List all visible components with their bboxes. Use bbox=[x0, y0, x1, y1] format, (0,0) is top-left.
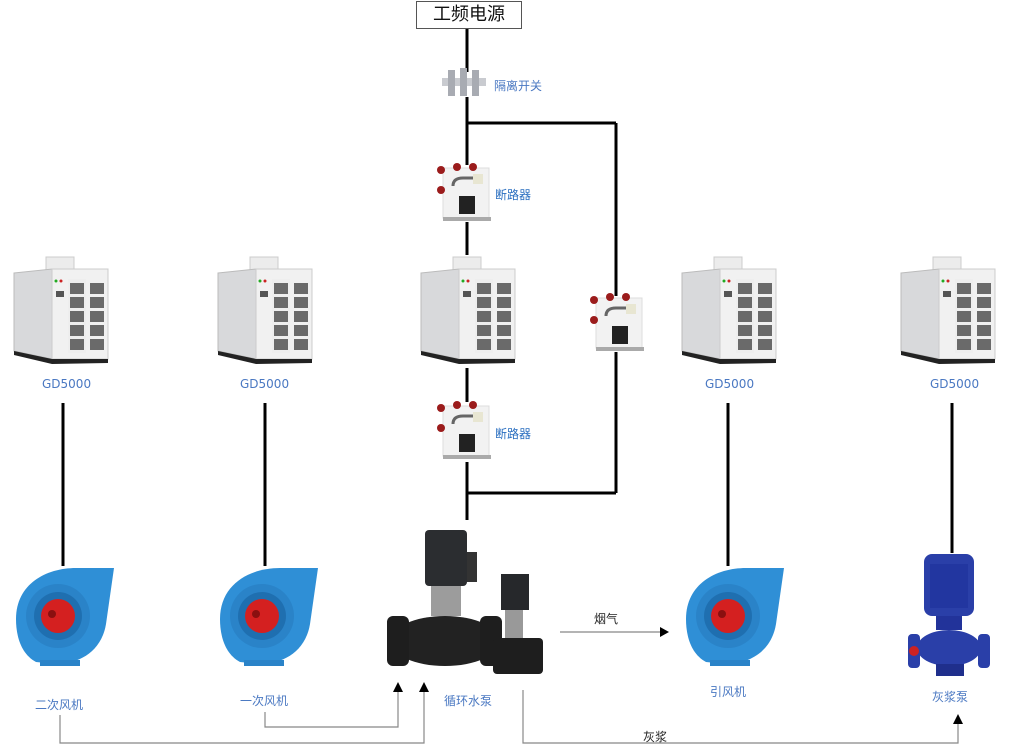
isolator-switch-icon bbox=[442, 68, 486, 96]
inverter-cabinet-icon bbox=[420, 256, 516, 364]
breaker-label-2: 断路器 bbox=[495, 427, 532, 441]
inverter-label-1: GD5000 bbox=[42, 377, 92, 391]
arrow-up-3 bbox=[953, 714, 963, 724]
flue-gas-label: 烟气 bbox=[594, 612, 619, 626]
slurry-pump-icon bbox=[908, 554, 990, 676]
inverter-cabinet-icon bbox=[217, 256, 313, 364]
inverter-cabinet-icon bbox=[13, 256, 109, 364]
load-label-5: 灰浆泵 bbox=[932, 690, 969, 704]
inverter-label-5: GD5000 bbox=[930, 377, 980, 391]
breaker-label-1: 断路器 bbox=[495, 188, 532, 202]
arrow-right bbox=[660, 627, 669, 637]
isolator-label: 隔离开关 bbox=[494, 79, 543, 93]
load-label-2: 一次风机 bbox=[240, 694, 289, 708]
flow-slurry bbox=[522, 690, 959, 744]
load-label-3: 循环水泵 bbox=[444, 694, 493, 708]
load-label-1: 二次风机 bbox=[35, 698, 84, 712]
inverter-label-2: GD5000 bbox=[240, 377, 290, 391]
inverter-cabinet-icon bbox=[681, 256, 777, 364]
arrow-up-2 bbox=[393, 682, 403, 692]
load-label-4: 引风机 bbox=[710, 685, 747, 699]
circuit-breaker-icon bbox=[590, 293, 644, 351]
arrow-up-1 bbox=[419, 682, 429, 692]
centrifugal-fan-icon bbox=[686, 568, 784, 666]
centrifugal-fan-icon bbox=[16, 568, 114, 666]
inverter-label-4: GD5000 bbox=[705, 377, 755, 391]
circuit-breaker-icon bbox=[437, 401, 491, 459]
inverter-cabinet-icon bbox=[900, 256, 996, 364]
slurry-label: 灰浆 bbox=[643, 730, 668, 744]
centrifugal-fan-icon bbox=[220, 568, 318, 666]
flow-primary-fan bbox=[264, 690, 399, 728]
circulating-pump-icon bbox=[387, 530, 543, 674]
flow-secondary-fan bbox=[59, 690, 425, 744]
power-source-title: 工频电源 bbox=[416, 1, 522, 29]
circuit-breaker-icon bbox=[437, 163, 491, 221]
